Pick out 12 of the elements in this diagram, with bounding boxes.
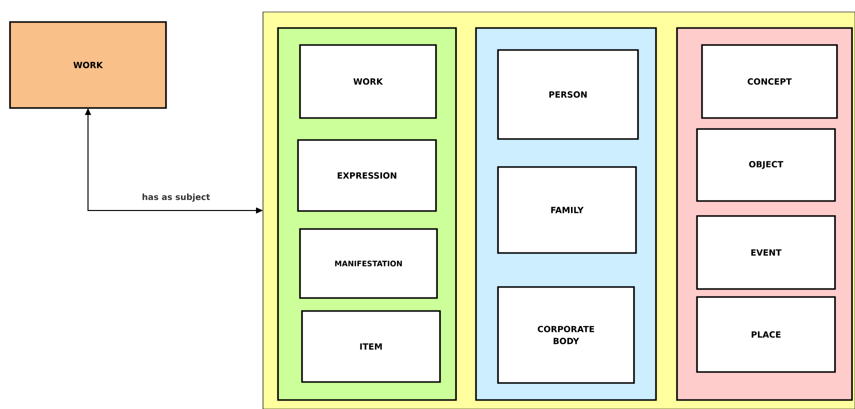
entity-box: OBJECT bbox=[696, 128, 836, 202]
entity-box: WORK bbox=[299, 44, 437, 119]
entity-box: PLACE bbox=[696, 296, 836, 373]
entity-box: EVENT bbox=[696, 215, 836, 290]
entity-box: ITEM bbox=[301, 310, 441, 383]
entity-box: FAMILY bbox=[497, 166, 637, 254]
entity-box: WORK bbox=[9, 21, 167, 109]
entity-box: CONCEPT bbox=[701, 44, 838, 119]
entity-box: EXPRESSION bbox=[297, 139, 437, 212]
edge-label: has as subject bbox=[142, 194, 210, 202]
entity-box: CORPORATE BODY bbox=[497, 286, 635, 384]
entity-box: PERSON bbox=[497, 49, 639, 140]
